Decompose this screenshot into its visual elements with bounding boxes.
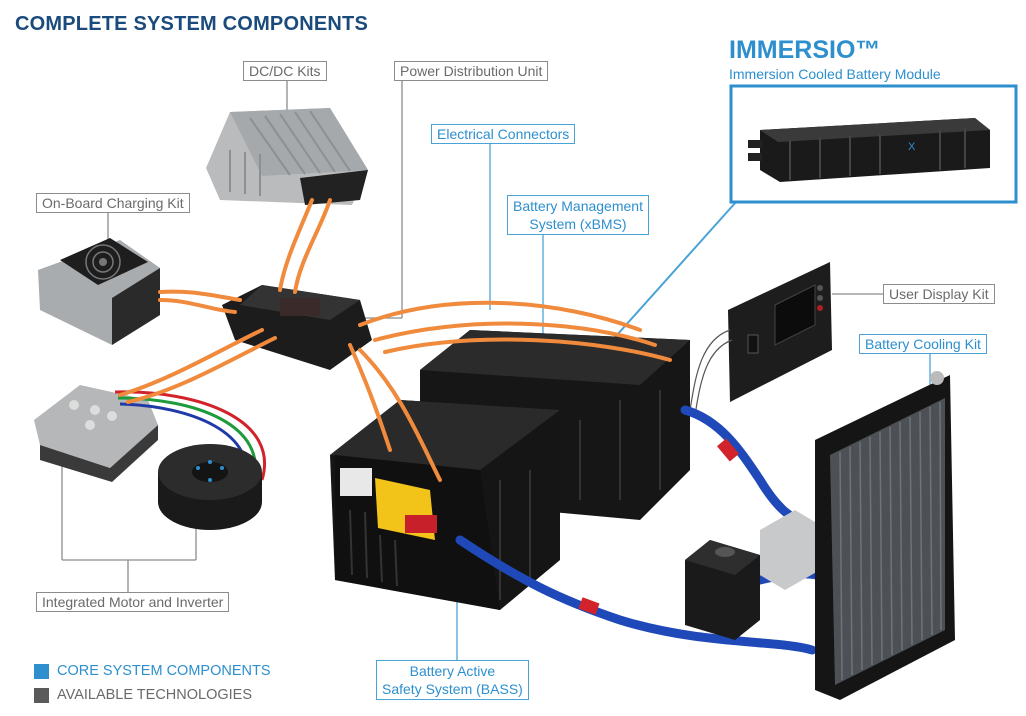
bass-line-2: Safety System (BASS) bbox=[382, 681, 523, 697]
legend-available-label: AVAILABLE TECHNOLOGIES bbox=[57, 687, 253, 703]
legend-core-label: CORE SYSTEM COMPONENTS bbox=[57, 663, 271, 679]
label-battery-management-system: Battery Management System (xBMS) bbox=[507, 195, 649, 235]
label-dcdc-kits: DC/DC Kits bbox=[243, 61, 327, 81]
label-onboard-charging-kit: On-Board Charging Kit bbox=[36, 193, 190, 213]
label-power-distribution-unit: Power Distribution Unit bbox=[394, 61, 549, 81]
radiator bbox=[815, 371, 955, 700]
label-battery-active-safety-system: Battery Active Safety System (BASS) bbox=[376, 660, 529, 700]
immersio-frame bbox=[729, 84, 1018, 204]
label-electrical-connectors: Electrical Connectors bbox=[431, 124, 576, 144]
battery-pack bbox=[330, 330, 690, 610]
coolant-pump bbox=[760, 510, 820, 590]
orange-cables bbox=[118, 198, 672, 482]
display-wires bbox=[689, 329, 733, 416]
legend-available-technologies: AVAILABLE TECHNOLOGIES bbox=[34, 687, 252, 703]
label-battery-cooling-kit: Battery Cooling Kit bbox=[859, 334, 987, 354]
onboard-charger bbox=[38, 238, 160, 345]
svg-text:X: X bbox=[908, 141, 916, 153]
bms-line-2: System (xBMS) bbox=[529, 216, 627, 232]
electric-motor bbox=[158, 444, 262, 530]
label-user-display-kit: User Display Kit bbox=[883, 284, 995, 304]
bms-line-1: Battery Management bbox=[513, 198, 643, 214]
power-distribution-unit bbox=[222, 285, 372, 370]
bass-line-1: Battery Active bbox=[409, 663, 496, 679]
label-integrated-motor-inverter: Integrated Motor and Inverter bbox=[36, 592, 230, 612]
user-display bbox=[728, 262, 832, 402]
immersio-subtitle: Immersion Cooled Battery Module bbox=[729, 66, 941, 82]
immersio-module: X bbox=[748, 118, 990, 182]
coolant-reservoir bbox=[685, 540, 760, 640]
dcdc-kit bbox=[206, 108, 368, 205]
immersio-title: IMMERSIO™ bbox=[729, 36, 881, 64]
core-swatch bbox=[34, 663, 49, 679]
legend-core-components: CORE SYSTEM COMPONENTS bbox=[34, 663, 271, 679]
hose-fittings bbox=[578, 438, 740, 615]
radiator-fins bbox=[839, 401, 942, 681]
page-title: COMPLETE SYSTEM COMPONENTS bbox=[15, 13, 369, 35]
available-swatch bbox=[34, 687, 49, 703]
